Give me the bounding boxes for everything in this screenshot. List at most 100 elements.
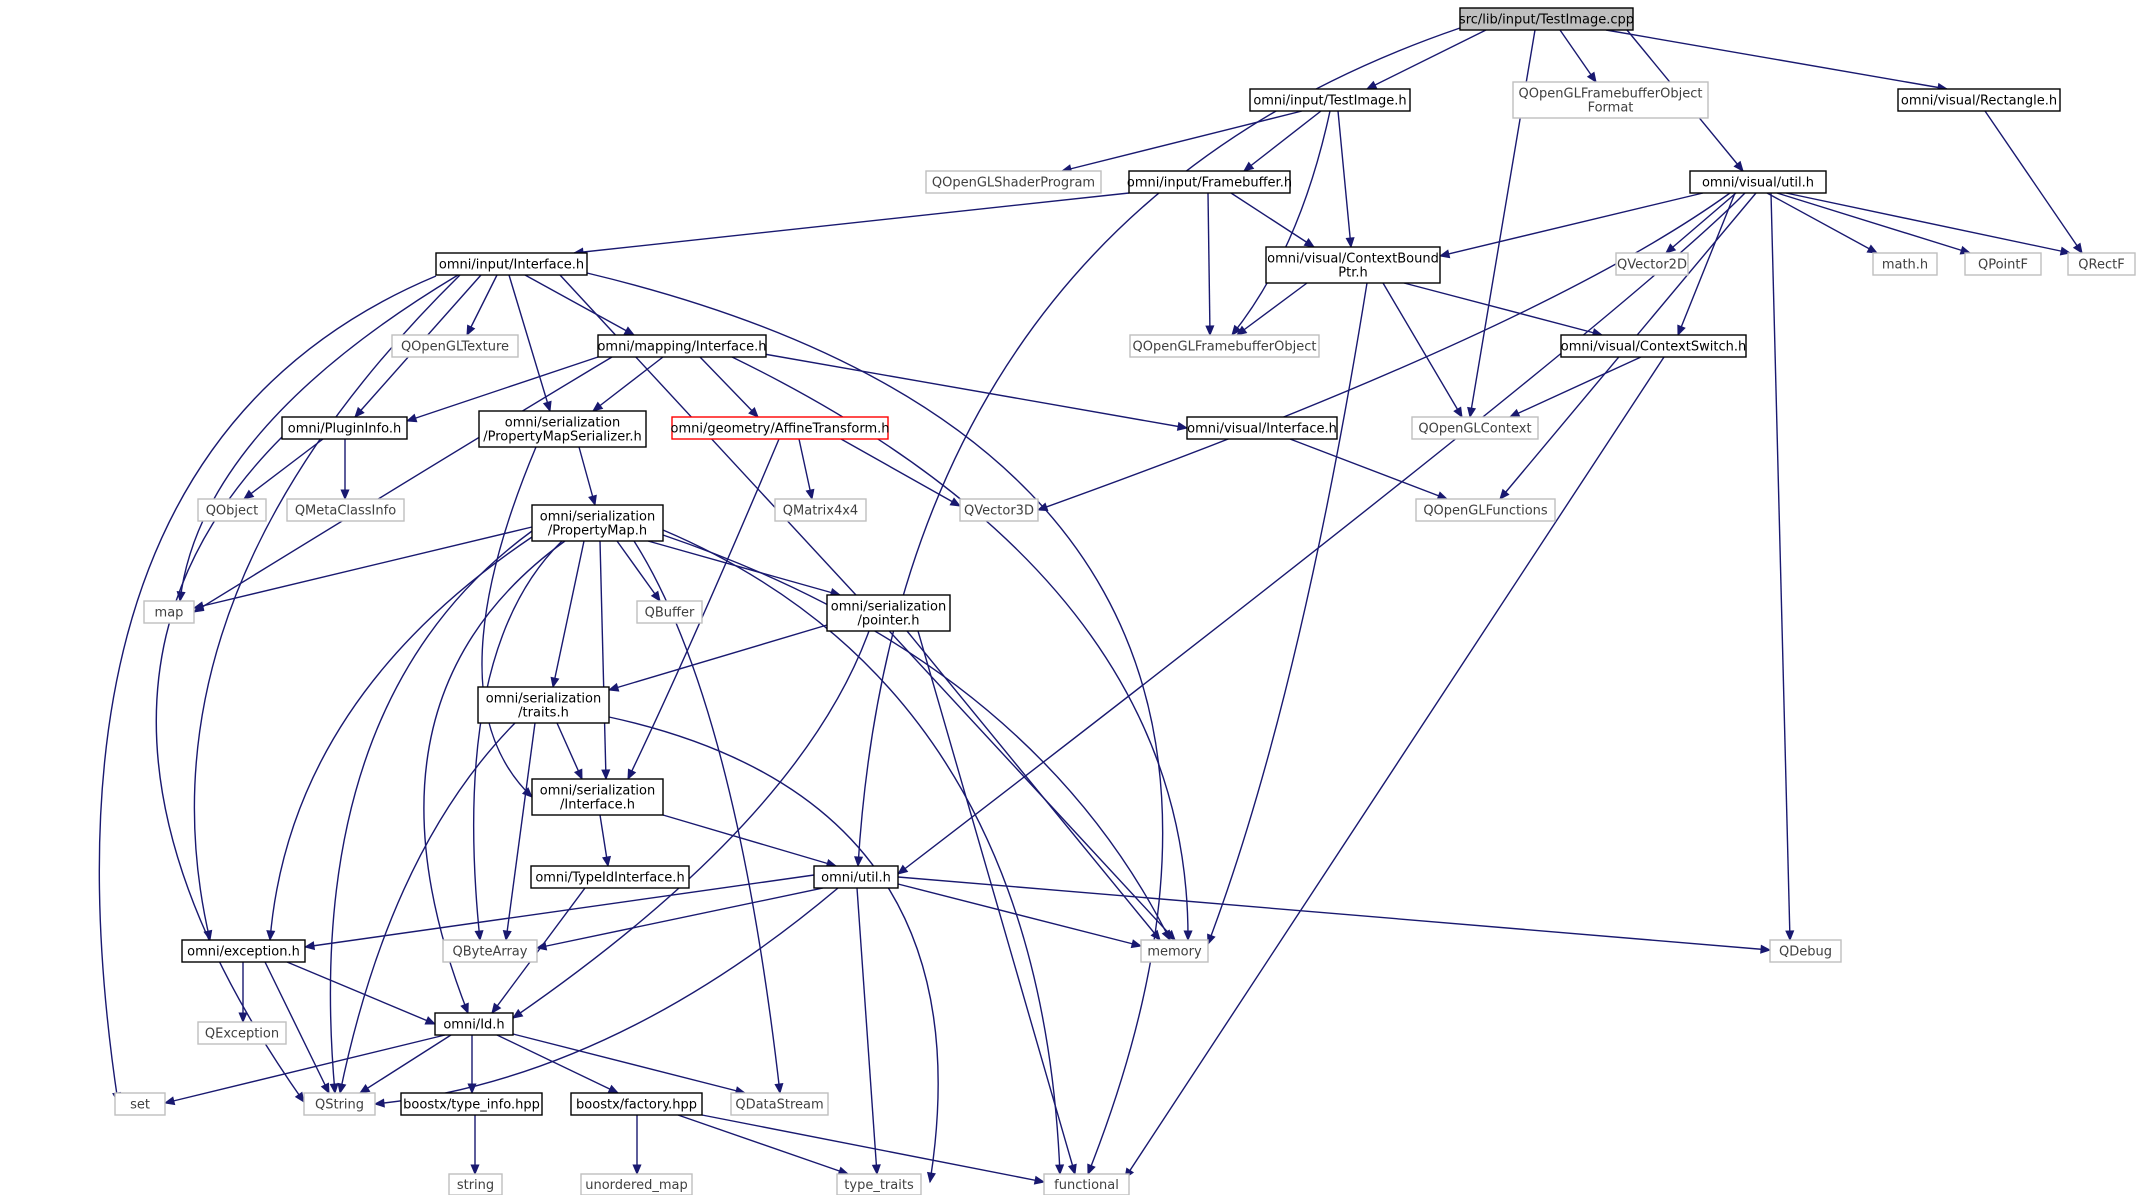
node-root[interactable]: src/lib/input/TestImage.cpp bbox=[1459, 7, 1634, 31]
node-factory-hpp[interactable]: boostx/factory.hpp bbox=[570, 1092, 703, 1116]
arrowhead bbox=[1161, 929, 1171, 942]
node-input-interface-h[interactable]: omni/input/Interface.h bbox=[435, 252, 588, 276]
node-propmapserializer-h[interactable]: omni/serialization/PropertyMapSerializer… bbox=[478, 410, 647, 448]
edge-line bbox=[406, 356, 599, 422]
arrowhead bbox=[602, 855, 612, 868]
node-box bbox=[826, 594, 951, 632]
node-math-h: math.h bbox=[1872, 252, 1938, 276]
arrowhead bbox=[238, 1012, 248, 1024]
node-box bbox=[1249, 88, 1411, 112]
node-traits-h[interactable]: omni/serialization/traits.h bbox=[477, 686, 610, 724]
edge-pointer_h-to-traits_h bbox=[607, 624, 828, 692]
node-omni-util-h[interactable]: omni/util.h bbox=[813, 865, 899, 889]
node-testimage-h[interactable]: omni/input/TestImage.h bbox=[1249, 88, 1411, 112]
node-label: QOpenGLTexture bbox=[401, 340, 509, 355]
arrowhead bbox=[601, 769, 611, 781]
node-box bbox=[1769, 939, 1842, 963]
edge-typeidinterface_h-to-id_h bbox=[491, 887, 586, 1015]
edge-testimage_h-to-contextboundptr_h bbox=[1337, 110, 1355, 249]
node-contextswitch-h[interactable]: omni/visual/ContextSwitch.h bbox=[1560, 334, 1747, 358]
edge-line bbox=[1776, 192, 1971, 254]
node-visual-util-h[interactable]: omni/visual/util.h bbox=[1689, 170, 1827, 194]
arrowhead bbox=[748, 407, 759, 418]
edge-line bbox=[193, 274, 461, 941]
edge-line bbox=[329, 530, 533, 1094]
node-rectangle-h[interactable]: omni/visual/Rectangle.h bbox=[1897, 88, 2061, 112]
node-box bbox=[114, 1092, 166, 1116]
arrowhead bbox=[373, 1098, 385, 1108]
node-box bbox=[1128, 170, 1291, 194]
edge-id_h-to-qdatastream bbox=[512, 1033, 747, 1096]
node-label: functional bbox=[1054, 1178, 1119, 1193]
node-label: omni/serialization bbox=[831, 600, 946, 615]
node-ser-interface-h[interactable]: omni/serialization/Interface.h bbox=[531, 778, 664, 816]
node-affinetransform-h[interactable]: omni/geometry/AffineTransform.h bbox=[671, 416, 890, 440]
node-box bbox=[1186, 416, 1338, 440]
node-typeidinterface-h[interactable]: omni/TypeIdInterface.h bbox=[530, 865, 690, 889]
node-box bbox=[286, 498, 405, 522]
edge-traits_h-to-qstring bbox=[337, 722, 516, 1095]
arrowhead bbox=[1866, 244, 1879, 254]
node-label: omni/visual/ContextBound bbox=[1267, 252, 1439, 267]
edge-line bbox=[701, 1114, 1045, 1183]
edge-factory_hpp-to-functional bbox=[701, 1114, 1046, 1185]
arrowhead bbox=[466, 324, 476, 337]
edge-contextboundptr_h-to-contextswitch_h bbox=[1403, 282, 1604, 337]
node-box bbox=[636, 600, 703, 624]
node-label: boostx/factory.hpp bbox=[576, 1098, 697, 1113]
edge-framebuffer_h-to-input_interface_h bbox=[572, 192, 1130, 257]
edge-propertymap_h-to-map bbox=[192, 526, 533, 611]
node-type-info-hpp[interactable]: boostx/type_info.hpp bbox=[400, 1092, 543, 1116]
edge-line bbox=[599, 540, 607, 780]
node-label: QByteArray bbox=[453, 945, 528, 960]
node-exception-h[interactable]: omni/exception.h bbox=[181, 939, 306, 963]
edge-factory_hpp-to-unordered_map bbox=[632, 1115, 642, 1176]
edge-line bbox=[481, 446, 537, 798]
edge-visual_util_h-to-contextboundptr_h bbox=[1438, 192, 1704, 259]
edge-line bbox=[662, 534, 1171, 941]
edge-line bbox=[897, 876, 1771, 951]
node-box bbox=[959, 498, 1039, 522]
node-plugininfo-h[interactable]: omni/PluginInfo.h bbox=[281, 416, 408, 440]
node-framebuffer-h[interactable]: omni/input/Framebuffer.h bbox=[1127, 170, 1292, 194]
edge-contextboundptr_h-to-memory bbox=[1207, 282, 1368, 946]
edge-line bbox=[699, 356, 759, 418]
arrowhead bbox=[1785, 930, 1795, 942]
node-pointer-h[interactable]: omni/serialization/pointer.h bbox=[826, 594, 951, 632]
edge-line bbox=[592, 356, 664, 412]
edge-visual_util_h-to-qrectf bbox=[1785, 192, 2072, 256]
arrowhead bbox=[502, 929, 512, 942]
node-propertymap-h[interactable]: omni/serialization/PropertyMap.h bbox=[531, 504, 664, 542]
node-qbytearray: QByteArray bbox=[442, 939, 538, 963]
node-qtexture: QOpenGLTexture bbox=[391, 334, 519, 358]
edge-line bbox=[98, 275, 437, 1103]
node-label: QVector2D bbox=[1617, 258, 1687, 273]
node-visual-interface-h[interactable]: omni/visual/Interface.h bbox=[1186, 416, 1338, 440]
edge-line bbox=[662, 529, 1061, 1175]
arrowhead bbox=[1231, 324, 1242, 337]
edge-line bbox=[264, 961, 330, 1094]
edge-line bbox=[155, 436, 305, 1103]
node-map: map bbox=[143, 600, 195, 624]
node-id-h[interactable]: omni/Id.h bbox=[434, 1012, 514, 1036]
edge-framebuffer_h-to-contextboundptr_h bbox=[1230, 192, 1316, 248]
edge-input_interface_h-to-qtexture bbox=[466, 274, 498, 337]
node-label: /Interface.h bbox=[560, 798, 635, 813]
node-box bbox=[442, 939, 538, 963]
edge-line bbox=[573, 192, 1130, 254]
edge-testimage_h-to-qfbo bbox=[1231, 110, 1331, 337]
edge-exception_h-to-qexception bbox=[238, 962, 248, 1024]
arrowhead bbox=[607, 1084, 620, 1094]
node-box bbox=[477, 686, 610, 724]
node-label: omni/TypeIdInterface.h bbox=[535, 871, 684, 886]
edge-type_info_hpp-to-string bbox=[470, 1115, 480, 1176]
node-label: map bbox=[155, 606, 184, 621]
node-box bbox=[478, 410, 647, 448]
arrowhead bbox=[542, 400, 552, 413]
node-mapping-interface-h[interactable]: omni/mapping/Interface.h bbox=[597, 334, 767, 358]
node-box bbox=[448, 1173, 503, 1195]
edge-line bbox=[1037, 192, 1731, 511]
edge-line bbox=[269, 536, 533, 941]
node-label: omni/PluginInfo.h bbox=[288, 422, 401, 437]
